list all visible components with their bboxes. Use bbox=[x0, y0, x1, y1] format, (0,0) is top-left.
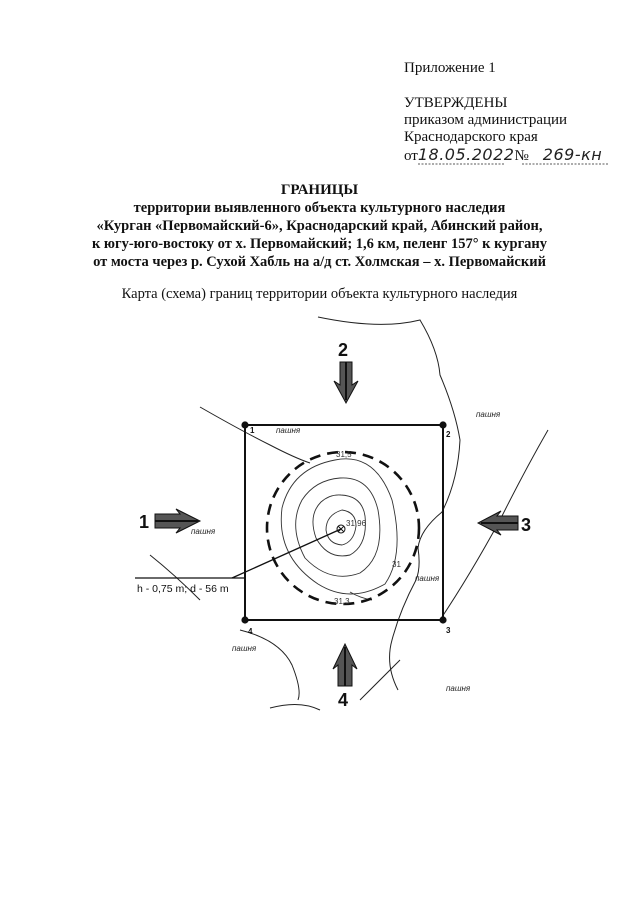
field-label-top-right: пашня bbox=[476, 410, 501, 419]
contour-label-right: 31 bbox=[392, 560, 401, 569]
corner-label-3: 3 bbox=[446, 626, 451, 635]
view-arrow-1 bbox=[154, 508, 202, 534]
approved-line-region: Краснодарского края bbox=[404, 129, 538, 145]
field-label-top: пашня bbox=[276, 426, 301, 435]
arrow-label-2: 2 bbox=[338, 340, 348, 360]
contour-label-bottom: 31,3 bbox=[334, 597, 350, 606]
contour-label-top: 31,5 bbox=[336, 450, 352, 459]
mound-boundary-circle bbox=[265, 450, 421, 606]
title-main: ГРАНИЦЫ bbox=[280, 182, 359, 198]
handwritten-date: 18.05.2022 bbox=[417, 145, 515, 164]
arrow-label-4: 4 bbox=[338, 690, 348, 710]
view-arrow-4 bbox=[332, 642, 358, 687]
document-title: ГРАНИЦЫ территории выявленного объекта к… bbox=[0, 181, 639, 271]
date-underline bbox=[418, 163, 608, 165]
field-label-right: пашня bbox=[415, 574, 440, 583]
mound-dimensions: h - 0,75 m; d - 56 m bbox=[137, 583, 229, 595]
corner-points bbox=[241, 421, 447, 624]
view-arrow-3 bbox=[476, 510, 519, 536]
title-line-4: от моста через р. Сухой Хабль на а/д ст.… bbox=[93, 254, 546, 270]
approval-date-line: от18.05.2022№ 269-кн bbox=[404, 146, 602, 165]
arrow-label-1: 1 bbox=[139, 512, 149, 532]
corner-point-4 bbox=[241, 616, 249, 624]
number-sign: № bbox=[514, 148, 529, 164]
title-line-1: территории выявленного объекта культурно… bbox=[133, 200, 506, 216]
date-prefix: от bbox=[404, 148, 418, 164]
view-arrow-2 bbox=[333, 361, 359, 405]
field-label-bottom-left: пашня bbox=[232, 644, 257, 653]
corner-point-3 bbox=[439, 616, 447, 624]
handwritten-number: 269-кн bbox=[542, 145, 603, 164]
corner-label-4: 4 bbox=[248, 627, 253, 636]
approval-block: УТВЕРЖДЕНЫ приказом администрации Красно… bbox=[404, 95, 602, 165]
map-caption: Карта (схема) границ территории объекта … bbox=[121, 286, 518, 302]
approved-line-order: приказом администрации bbox=[404, 112, 568, 128]
approved-title: УТВЕРЖДЕНЫ bbox=[404, 95, 508, 111]
arrow-label-3: 3 bbox=[521, 515, 531, 535]
title-line-3: к югу-юго-востоку от х. Первомайский; 1,… bbox=[91, 236, 548, 252]
appendix-label: Приложение 1 bbox=[404, 60, 496, 76]
corner-point-2 bbox=[439, 421, 447, 429]
corner-label-1: 1 bbox=[250, 426, 255, 435]
contour-label-peak: 31,96 bbox=[346, 519, 367, 528]
field-label-left: пашня bbox=[191, 527, 216, 536]
title-line-2: «Курган «Первомайский-6», Краснодарский … bbox=[96, 218, 543, 234]
corner-point-1 bbox=[241, 421, 249, 429]
corner-label-2: 2 bbox=[446, 430, 451, 439]
field-label-bottom-right: пашня bbox=[446, 684, 471, 693]
territory-boundary bbox=[244, 424, 444, 621]
dimension-leader bbox=[231, 528, 342, 579]
